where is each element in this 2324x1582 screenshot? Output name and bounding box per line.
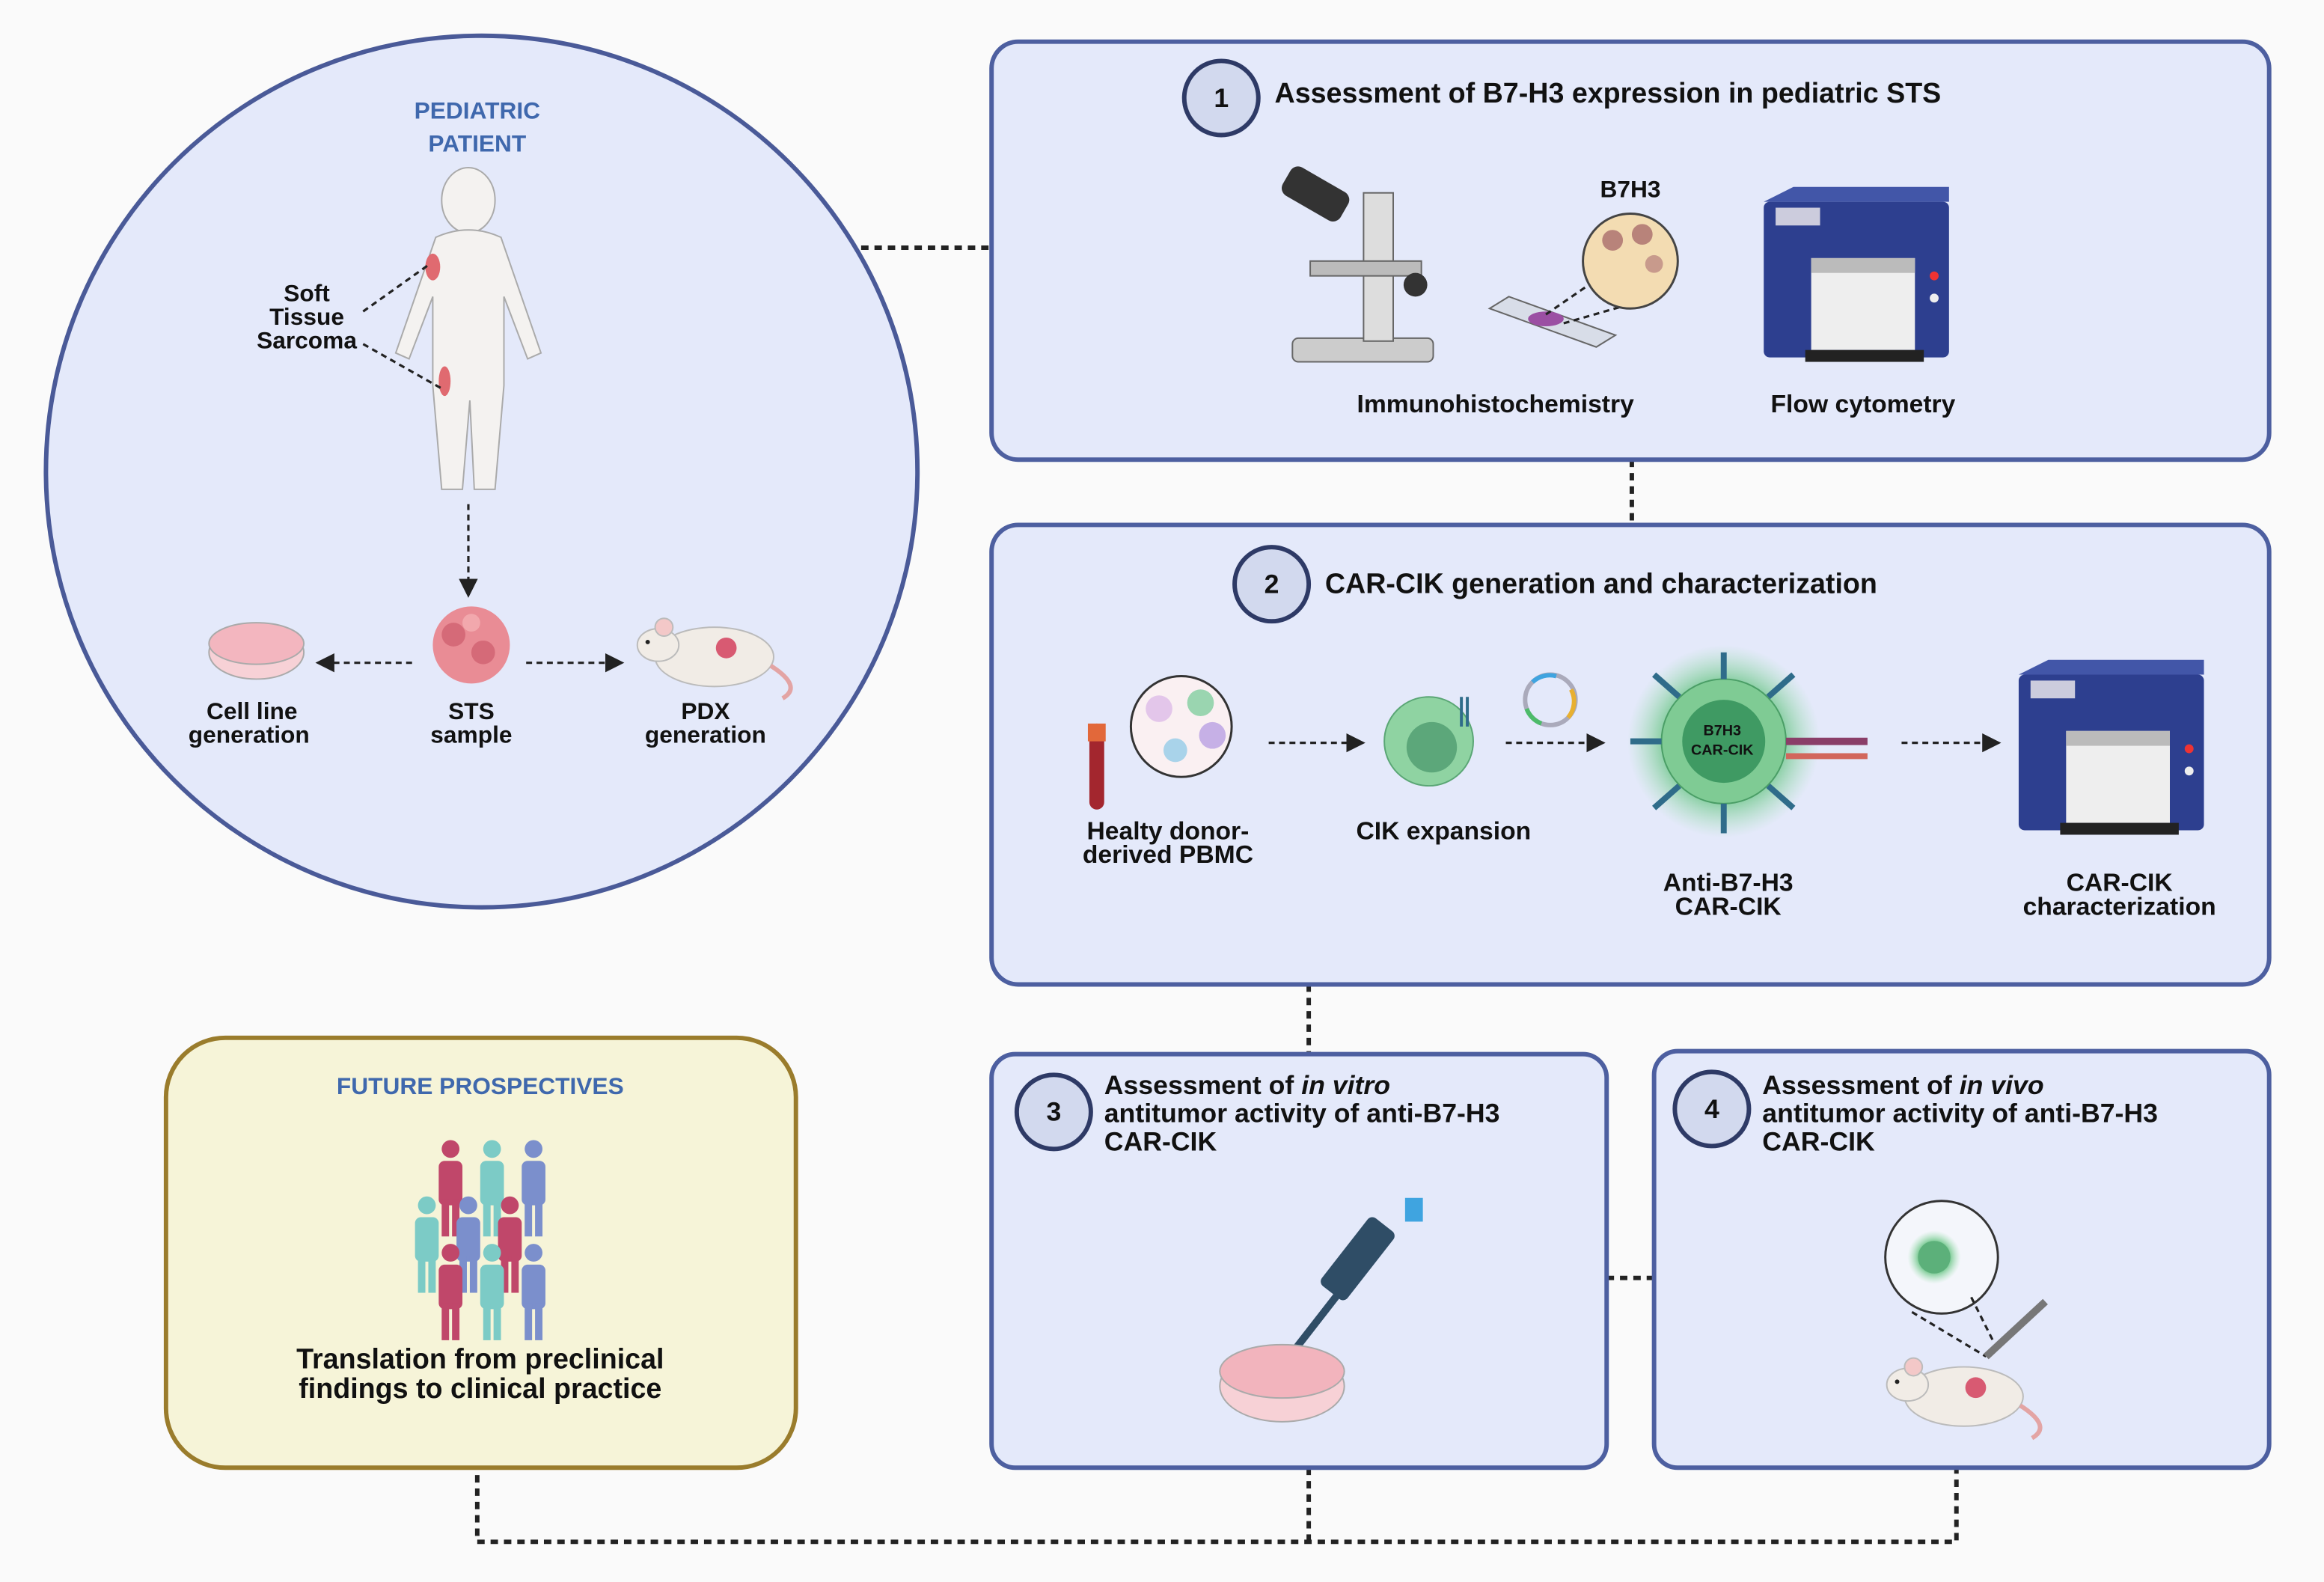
connectors — [474, 245, 1959, 1545]
sts-sample-icon — [432, 606, 510, 684]
blood-tube-icon — [1087, 674, 1233, 810]
step3-title-line1: Assessment of in vitro — [1104, 1070, 1390, 1100]
patient-panel: PEDIATRIC PATIENT Soft Tissue Sarcoma Ce… — [43, 33, 920, 910]
step4-title-line2: antitumor activity of anti-B7-H3 — [1762, 1099, 2158, 1129]
step3-title-line3: CAR-CIK — [1104, 1126, 1217, 1156]
step3-panel: 3 Assessment of in vitro antitumor activ… — [989, 1051, 1609, 1470]
flow-cytometer-icon — [1764, 186, 1949, 362]
step2-title: CAR-CIK generation and characterization — [1325, 568, 1877, 599]
sts-label-line2: sample — [430, 721, 512, 748]
step1-title: Assessment of B7-H3 expression in pediat… — [1275, 77, 1942, 109]
car-cik-label-line1: Anti-B7-H3 — [1663, 870, 1794, 897]
pdx-label-line1: PDX — [681, 697, 730, 724]
cik-cell-icon — [1383, 696, 1474, 787]
pdx-label-line2: generation — [645, 721, 766, 748]
step4-title-line1: Assessment of in vivo — [1762, 1070, 2043, 1100]
car-cik-cell-text-line1: B7H3 — [1703, 723, 1741, 739]
car-cik-cell-icon — [1627, 644, 1868, 838]
future-text-line1: Translation from preclinical — [296, 1343, 664, 1375]
step2-number: 2 — [1265, 569, 1279, 599]
pbmc-label-line2: derived PBMC — [1083, 841, 1253, 869]
car-cik-cell-text-line2: CAR-CIK — [1691, 742, 1754, 758]
step4-panel: 4 Assessment of in vivo antitumor activi… — [1651, 1048, 2272, 1470]
tumor-label-line1: Soft — [284, 279, 330, 306]
syringe-icon — [1983, 1298, 2048, 1360]
cell-line-label-line2: generation — [189, 721, 310, 748]
step4-number: 4 — [1704, 1094, 1719, 1124]
ihc-label: Immunohistochemistry — [1357, 391, 1635, 418]
step4-title-line3: CAR-CIK — [1762, 1126, 1875, 1156]
sts-label-line1: STS — [448, 697, 495, 724]
characterization-label-line2: characterization — [2023, 893, 2216, 920]
petri-dish-icon — [208, 622, 305, 680]
tumor-label-line2: Tissue — [269, 303, 344, 330]
tissue-slide-icon — [1487, 212, 1679, 348]
step1-number: 1 — [1214, 83, 1229, 113]
step3-title-line2: antitumor activity of anti-B7-H3 — [1104, 1099, 1500, 1129]
tumor-label-line3: Sarcoma — [257, 327, 357, 354]
flow-cytometer-icon — [2018, 659, 2204, 835]
patient-title-line2: PATIENT — [428, 129, 526, 156]
flow-cytometry-label: Flow cytometry — [1771, 391, 1956, 418]
characterization-label-line1: CAR-CIK — [2067, 870, 2173, 897]
future-prospectives-panel: FUTURE PROSPECTIVES Translation from pre… — [163, 1035, 798, 1470]
car-cik-label-line2: CAR-CIK — [1675, 893, 1782, 920]
step3-number: 3 — [1046, 1097, 1061, 1127]
b7h3-label: B7H3 — [1600, 176, 1660, 203]
patient-title-line1: PEDIATRIC — [415, 97, 541, 124]
car-cik-inset-icon — [1884, 1200, 1999, 1358]
cik-expansion-label: CIK expansion — [1356, 817, 1531, 845]
pbmc-label-line1: Healty donor- — [1086, 817, 1249, 845]
plasmid-icon — [1523, 672, 1578, 727]
future-title: FUTURE PROSPECTIVES — [337, 1072, 624, 1099]
child-icon — [394, 167, 542, 490]
future-text-line2: findings to clinical practice — [299, 1372, 661, 1404]
petri-dish-icon — [1219, 1343, 1345, 1423]
cell-line-label-line1: Cell line — [207, 697, 298, 724]
step2-panel: 2 CAR-CIK generation and characterizatio… — [989, 522, 2272, 987]
step1-panel: 1 Assessment of B7-H3 expression in pedi… — [989, 39, 2272, 462]
microscope-icon — [1282, 166, 1434, 363]
